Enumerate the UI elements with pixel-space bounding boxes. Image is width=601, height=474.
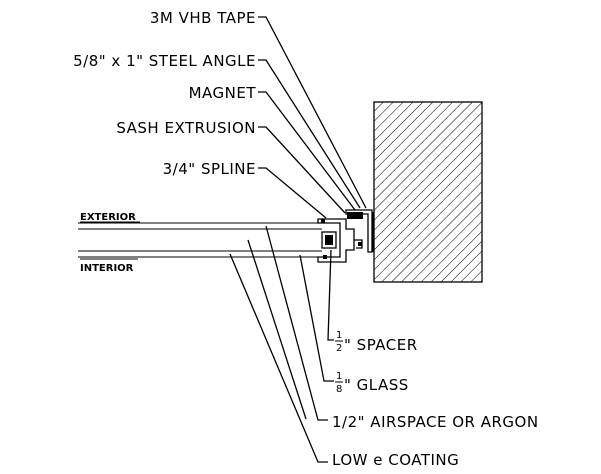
- label-spline: 3/4" SPLINE: [163, 160, 256, 178]
- label-glass: 1 8 " GLASS: [335, 371, 409, 395]
- leader-lines-bottom: [229, 225, 334, 463]
- wall: [373, 101, 483, 283]
- label-exterior: EXTERIOR: [80, 212, 136, 223]
- svg-text:8: 8: [336, 384, 342, 395]
- svg-text:1: 1: [336, 371, 342, 382]
- label-low-e-coating: LOW e COATING: [332, 451, 459, 469]
- leader-lines-top: [258, 16, 367, 219]
- label-vhb-tape: 3M VHB TAPE: [150, 9, 256, 27]
- svg-text:2: 2: [336, 343, 342, 354]
- label-sash-extrusion: SASH EXTRUSION: [116, 119, 256, 137]
- sash-assembly: [317, 209, 374, 263]
- label-spacer: 1 2 " SPACER: [335, 330, 418, 354]
- label-interior: INTERIOR: [80, 263, 134, 274]
- svg-text:" SPACER: " SPACER: [344, 336, 418, 354]
- glass-panes: [78, 222, 322, 258]
- label-airspace: 1/2" AIRSPACE OR ARGON: [332, 413, 539, 431]
- svg-text:1: 1: [336, 330, 342, 341]
- label-steel-angle: 5/8" x 1" STEEL ANGLE: [73, 52, 256, 70]
- label-magnet: MAGNET: [189, 84, 257, 102]
- svg-text:" GLASS: " GLASS: [344, 376, 409, 394]
